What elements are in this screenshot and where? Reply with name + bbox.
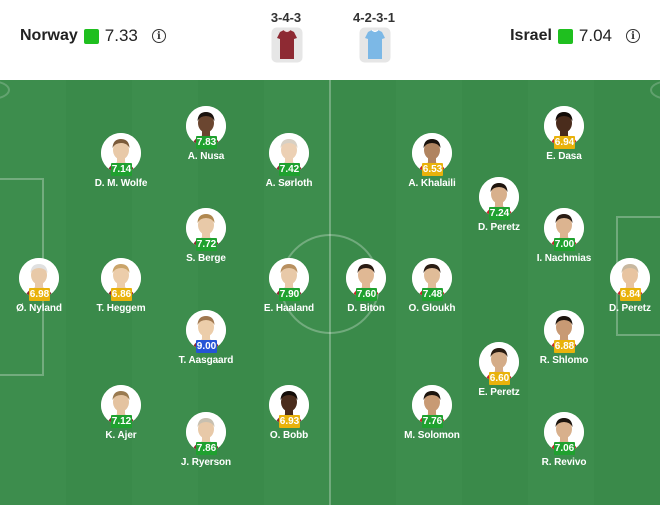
home-kit-icon [271, 27, 303, 63]
player-name: T. Aasgaard [178, 355, 234, 366]
player-name: A. Khalaili [408, 178, 456, 189]
home-team-name: Norway [20, 27, 78, 44]
player-rating: 7.12 [111, 415, 132, 428]
home-rating-square [83, 28, 99, 44]
player-name: A. Nusa [187, 151, 225, 162]
away-team-rating: 7.04 [578, 26, 612, 45]
away-team: Israel 7.04 i [510, 24, 640, 48]
player-name: R. Shlomo [539, 355, 589, 366]
player-rating: 6.84 [620, 288, 641, 301]
player-rating: 6.86 [111, 288, 132, 301]
home-formation: 3-4-3 [270, 10, 302, 25]
player-rating: 7.83 [196, 136, 217, 149]
player-rating: 7.76 [422, 415, 443, 428]
player-rating: 9.00 [196, 340, 217, 353]
match-header: Norway 7.33 i 3-4-3 4-2-3-1 Israel 7.04 … [0, 0, 660, 80]
home-team-rating: 7.33 [104, 26, 138, 45]
player-name: S. Berge [186, 253, 226, 264]
player-name: D. Peretz [609, 303, 651, 314]
player-rating: 7.00 [554, 238, 575, 251]
player-name: O. Gloukh [408, 303, 456, 314]
player-rating: 6.53 [422, 163, 443, 176]
player-name: O. Bobb [269, 430, 309, 441]
home-team: Norway 7.33 i [20, 24, 166, 48]
away-kit-icon [359, 27, 391, 63]
player-name: M. Solomon [404, 430, 460, 441]
player-photo [101, 258, 141, 298]
player-rating: 7.24 [489, 207, 510, 220]
player-rating: 7.90 [279, 288, 300, 301]
player-rating: 7.42 [279, 163, 300, 176]
player-name: E. Peretz [478, 387, 520, 398]
player-rating: 7.72 [196, 238, 217, 251]
player-name: K. Ajer [105, 430, 137, 441]
player-rating: 7.06 [554, 442, 575, 455]
player-rating: 7.86 [196, 442, 217, 455]
player-name: I. Nachmias [536, 253, 592, 264]
player-name: R. Revivo [541, 457, 587, 468]
player-name: T. Heggem [96, 303, 146, 314]
player-name: D. Peretz [478, 222, 520, 233]
player-rating: 6.88 [554, 340, 575, 353]
away-team-name: Israel [510, 27, 552, 44]
corner-arc [650, 80, 660, 100]
player-name: D. M. Wolfe [94, 178, 148, 189]
player-rating: 6.93 [279, 415, 300, 428]
player-rating: 7.14 [111, 163, 132, 176]
player-photo [186, 310, 226, 350]
player-rating: 7.60 [356, 288, 377, 301]
player-rating: 6.94 [554, 136, 575, 149]
player-name: E. Haaland [263, 303, 315, 314]
player-rating: 6.98 [29, 288, 50, 301]
away-rating-square [557, 28, 573, 44]
player-rating: 6.60 [489, 372, 510, 385]
info-icon[interactable]: i [626, 29, 640, 43]
away-formation: 4-2-3-1 [353, 10, 395, 25]
player-name: E. Dasa [546, 151, 582, 162]
pitch: 6.98 Ø. Nyland 7.14 D. M. Wolfe 6.86 T. Hegge… [0, 80, 660, 505]
player-rating: 7.48 [422, 288, 443, 301]
player-name: A. Sørloth [265, 178, 313, 189]
info-icon[interactable]: i [151, 29, 166, 43]
player-name: Ø. Nyland [16, 303, 62, 314]
player-photo [101, 133, 141, 173]
player-name: D. Biton [347, 303, 385, 314]
player-name: J. Ryerson [180, 457, 232, 468]
